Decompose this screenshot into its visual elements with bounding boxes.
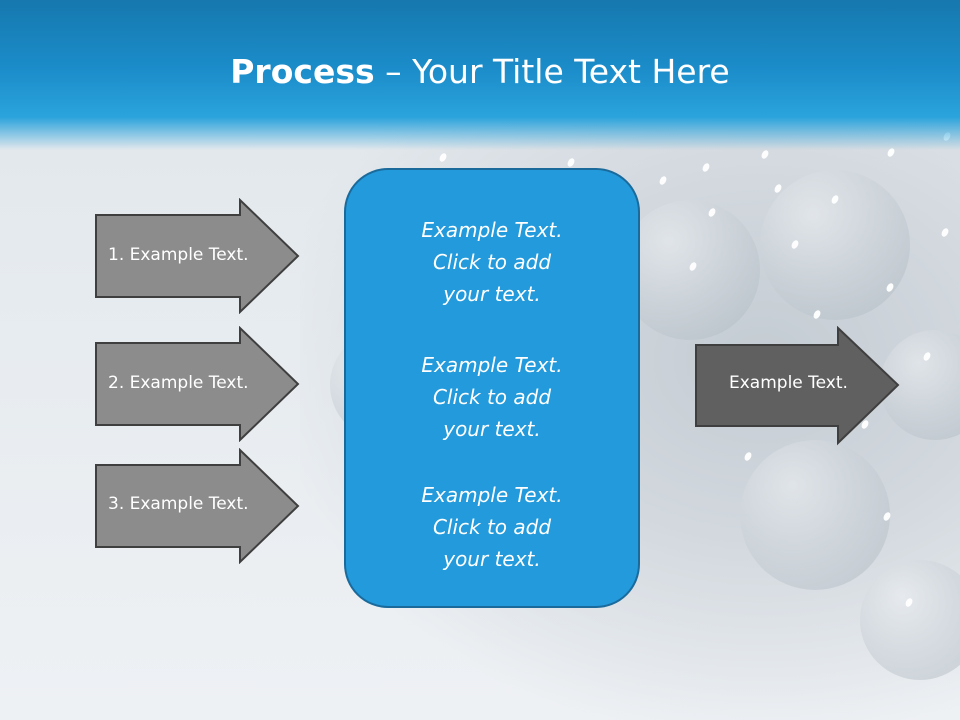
- center-text-line: Click to add: [432, 515, 552, 539]
- center-text-line: Click to add: [432, 250, 552, 274]
- center-text-line: Click to add: [432, 385, 552, 409]
- input-arrow-1[interactable]: [94, 198, 300, 314]
- center-text-line: Example Text.: [421, 483, 563, 507]
- center-text-block-3: Example Text. Click to add your text.: [346, 479, 638, 575]
- center-text-block-1: Example Text. Click to add your text.: [346, 214, 638, 310]
- background-orb: [860, 560, 960, 680]
- center-text-block-2: Example Text. Click to add your text.: [346, 349, 638, 445]
- output-arrow[interactable]: [694, 326, 900, 446]
- input-arrow-3[interactable]: [94, 448, 300, 564]
- slide-title-rest: – Your Title Text Here: [374, 52, 730, 91]
- center-process-box[interactable]: Example Text. Click to add your text. Ex…: [344, 168, 640, 608]
- input-arrow-2[interactable]: [94, 326, 300, 442]
- center-text-line: your text.: [443, 417, 541, 441]
- background-orb: [760, 170, 910, 320]
- center-text-line: your text.: [443, 282, 541, 306]
- input-arrow-3-label: 3. Example Text.: [108, 494, 249, 514]
- slide-title-bold: Process: [230, 52, 375, 91]
- input-arrow-1-label: 1. Example Text.: [108, 245, 249, 265]
- background-orb: [740, 440, 890, 590]
- center-text-line: Example Text.: [421, 218, 563, 242]
- output-arrow-label: Example Text.: [729, 373, 848, 393]
- center-text-line: your text.: [443, 547, 541, 571]
- title-band: [0, 0, 960, 150]
- slide-title[interactable]: Process – Your Title Text Here: [0, 52, 960, 91]
- input-arrow-2-label: 2. Example Text.: [108, 373, 249, 393]
- center-text-line: Example Text.: [421, 353, 563, 377]
